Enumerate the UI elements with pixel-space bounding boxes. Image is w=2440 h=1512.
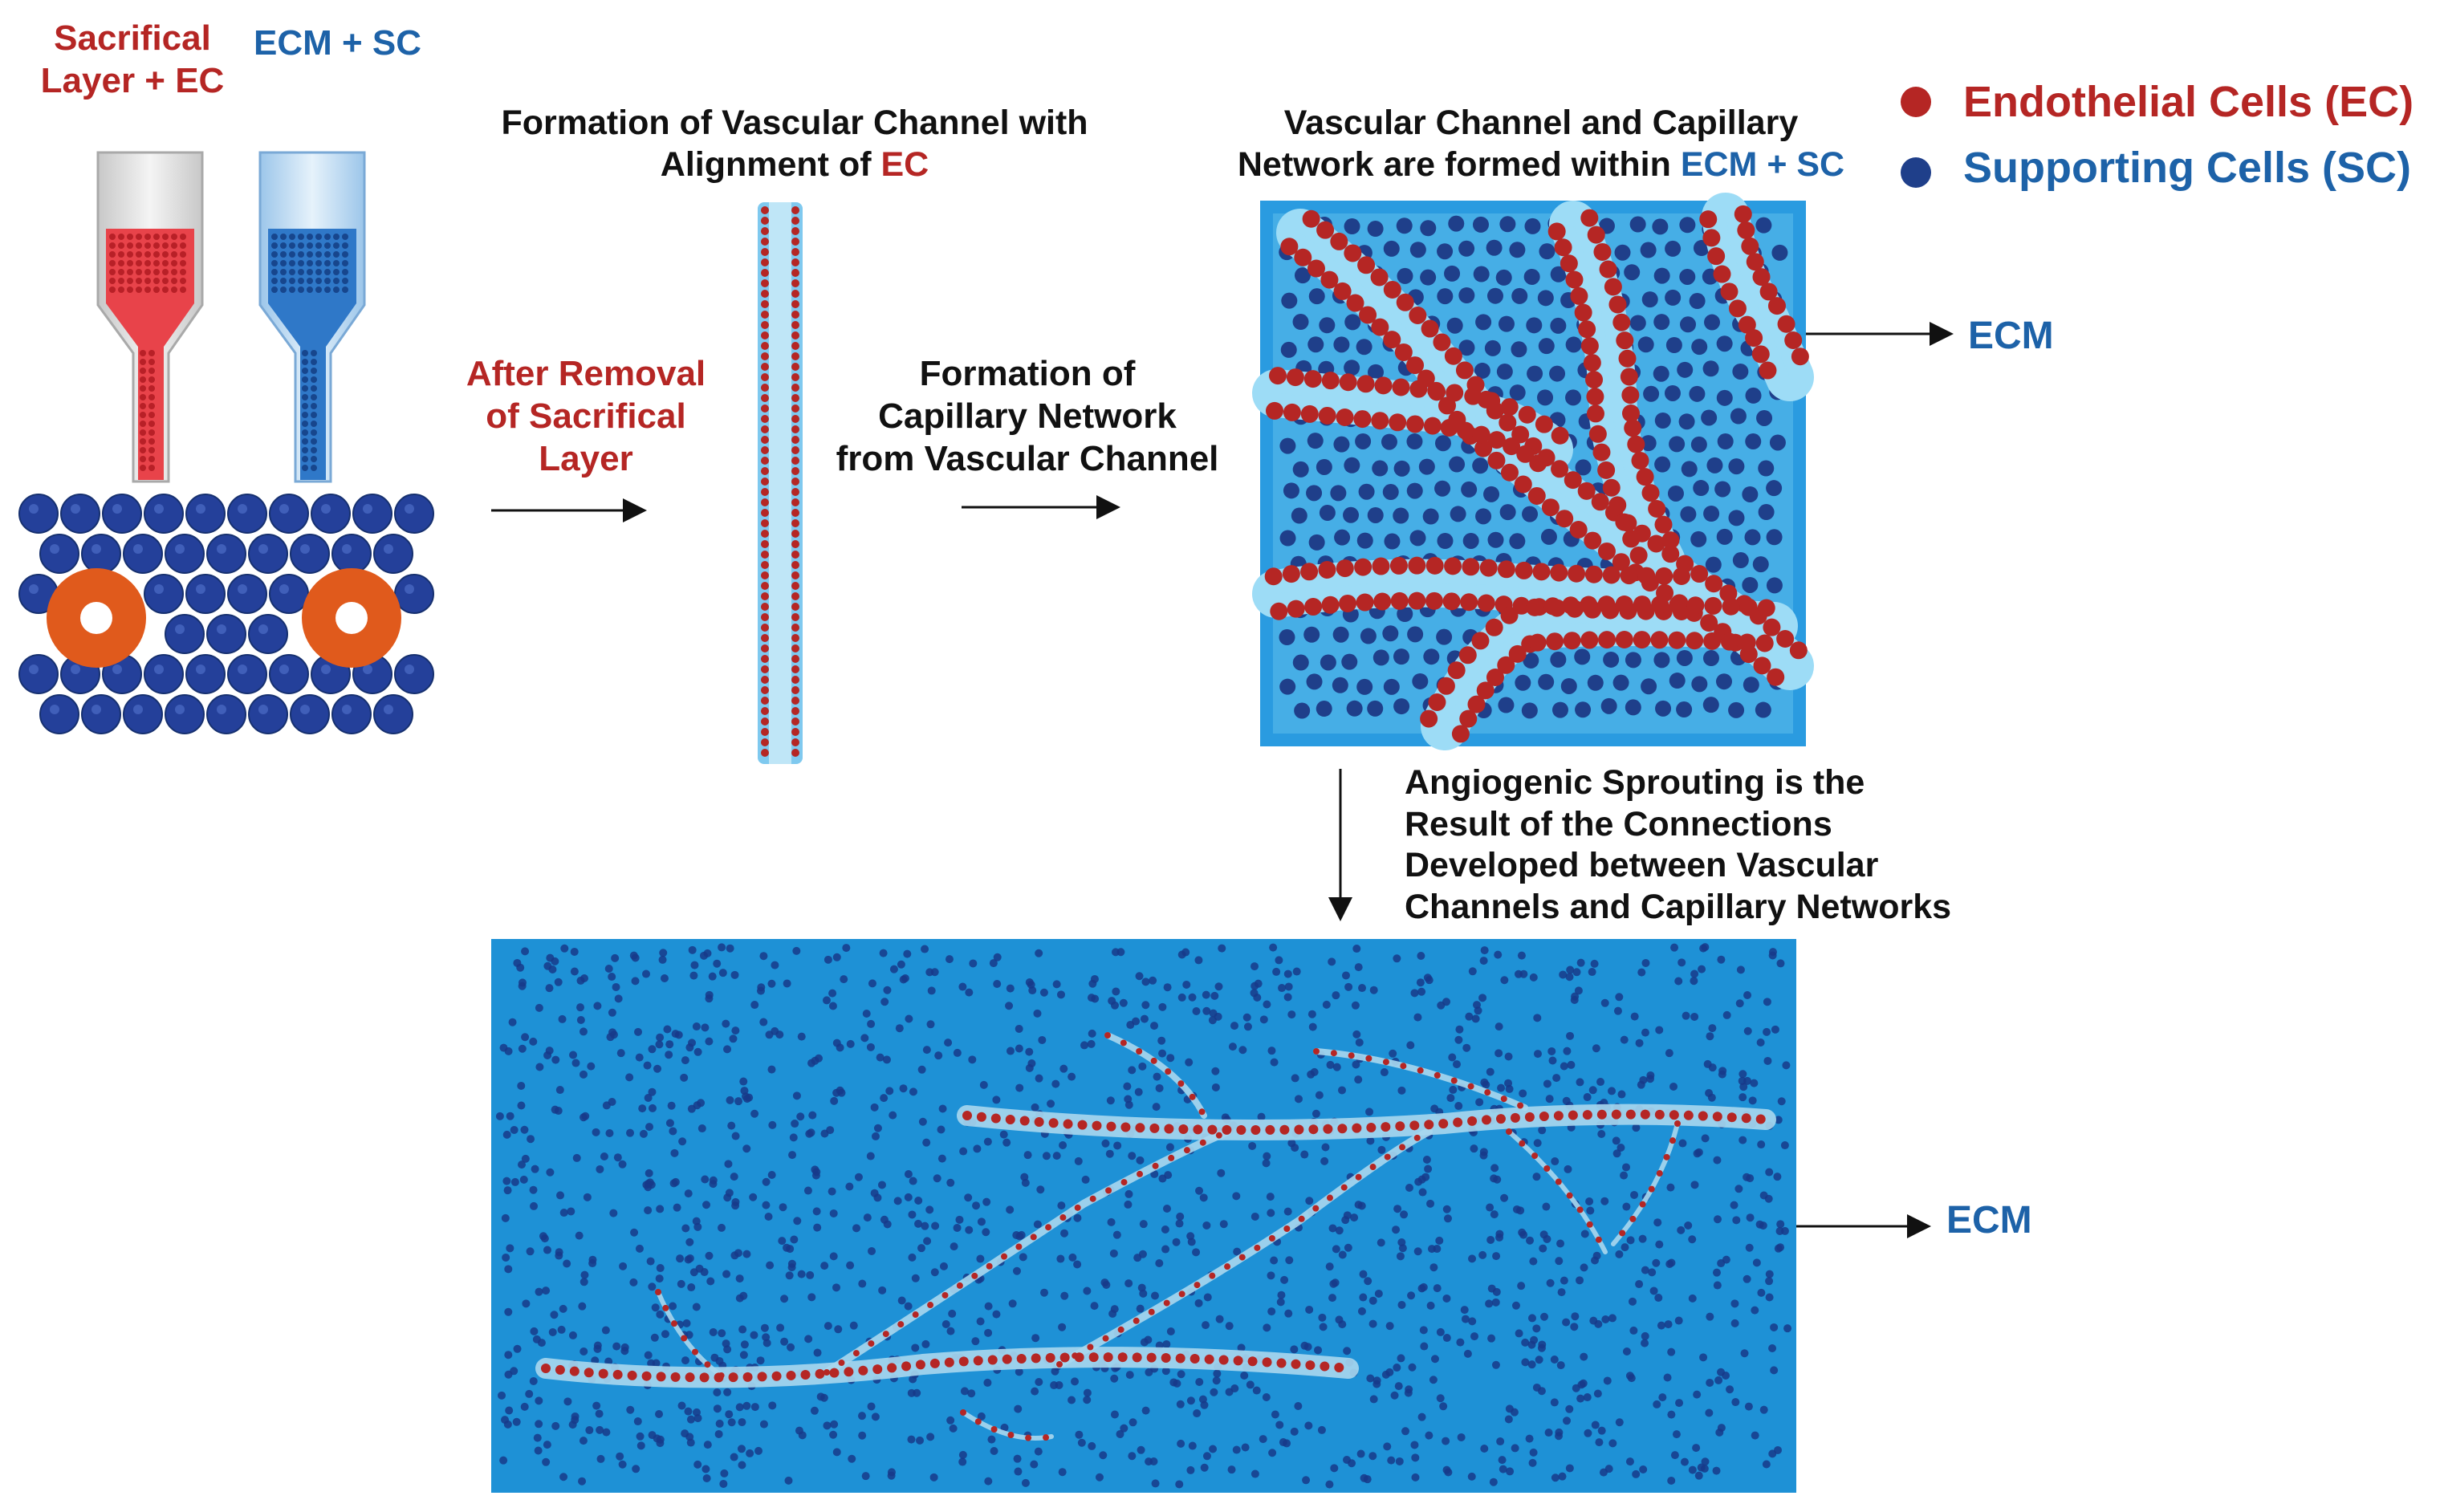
formation-channel-line2-prefix: Alignment of	[660, 144, 881, 184]
sacrificial-ring-right	[302, 568, 401, 668]
angiogenic-line1: Angiogenic Sprouting is the	[1405, 763, 1865, 802]
ecm-label-lower: ECM	[1946, 1199, 2032, 1242]
vascular-channel	[758, 202, 803, 764]
formation-channel-line2: Alignment of EC	[466, 144, 1124, 186]
angiogenic-line4: Channels and Capillary Networks	[1405, 887, 1952, 926]
formation-channel-line1: Formation of Vascular Channel with	[501, 104, 1088, 142]
legend-sc-label: Supporting Cells (SC)	[1963, 144, 2411, 192]
vascular-network-line2: Network are formed within ECM + SC	[1172, 144, 1910, 186]
capillary-network-box	[1252, 193, 1814, 750]
angiogenic-panel	[491, 939, 1796, 1493]
vascular-network-ecm-sc: ECM + SC	[1680, 144, 1845, 184]
legend-ec-dot	[1901, 87, 1931, 117]
sacrificial-label-line2: Layer + EC	[40, 60, 225, 100]
ecm-label-upper: ECM	[1968, 315, 2054, 357]
capillary-formation-line3: from Vascular Channel	[836, 438, 1219, 478]
formation-channel-title: Formation of Vascular Channel with Align…	[466, 103, 1124, 185]
angiogenic-label: Angiogenic Sprouting is the Result of th…	[1405, 762, 1951, 928]
printed-cross-section	[18, 494, 434, 734]
angiogenic-line2: Result of the Connections	[1405, 804, 1832, 843]
vascular-network-line2-prefix: Network are formed within	[1237, 144, 1681, 184]
capillary-formation-label: Formation of Capillary Network from Vasc…	[803, 353, 1252, 480]
after-removal-line1: After Removal	[466, 354, 706, 393]
capillary-formation-line2: Capillary Network	[878, 396, 1177, 436]
sacrificial-label: Sacrifical Layer + EC	[32, 18, 233, 103]
legend-sc-dot	[1901, 157, 1931, 188]
angiogenic-line3: Developed between Vascular	[1405, 846, 1879, 885]
formation-channel-ec: EC	[880, 144, 929, 184]
ecm-sc-top-label: ECM + SC	[254, 23, 422, 63]
legend-ec-label: Endothelial Cells (EC)	[1963, 78, 2414, 126]
after-removal-label: After Removal of Sacrifical Layer	[449, 353, 722, 480]
sacrificial-ring-left	[47, 568, 146, 668]
capillary-formation-line1: Formation of	[919, 354, 1136, 393]
vascular-network-title: Vascular Channel and Capillary Network a…	[1172, 103, 1910, 185]
after-removal-line2: of Sacrifical	[486, 396, 686, 436]
bioprinter-nozzle-red-icon	[96, 151, 204, 483]
vascular-network-line1: Vascular Channel and Capillary	[1283, 104, 1799, 142]
bioprinter-nozzle-blue-icon	[258, 151, 366, 483]
after-removal-line3: Layer	[539, 438, 633, 478]
sacrificial-label-line1: Sacrifical	[54, 18, 211, 58]
